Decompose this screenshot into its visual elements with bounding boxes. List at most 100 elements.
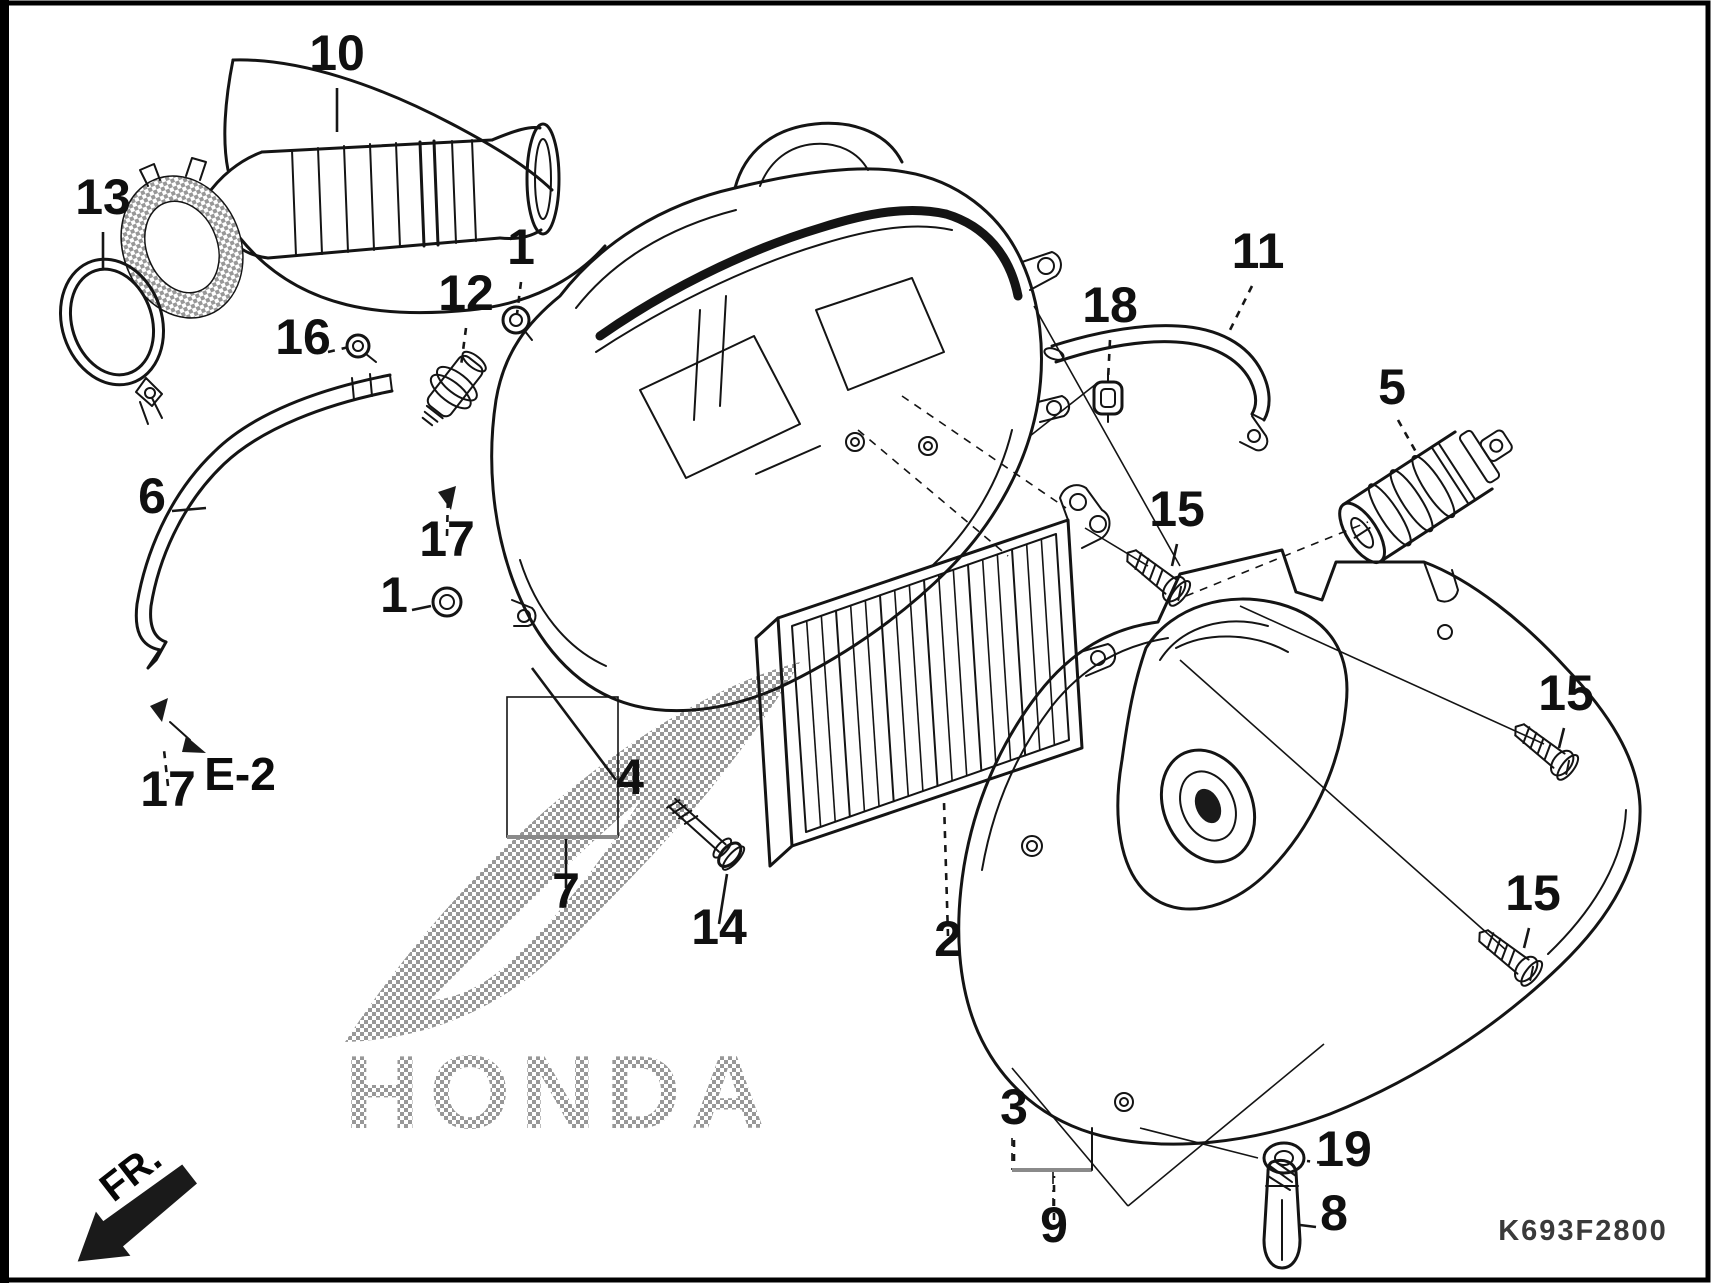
callout-label: 1 [380, 567, 408, 623]
part-17-tube-clip-lower [150, 698, 168, 722]
callout-label: 11 [1232, 223, 1285, 279]
callout-label: 8 [1320, 1185, 1348, 1241]
callout-leader [1299, 1223, 1317, 1229]
callout-3: 3 [1000, 1079, 1028, 1168]
pleat-line [1040, 539, 1056, 746]
callout-label: 7 [552, 863, 580, 919]
diagram-code: K693F2800 [1498, 1215, 1668, 1247]
callout-leader [162, 749, 170, 787]
callout-label: 13 [75, 169, 131, 225]
page-border-left-bar [0, 0, 9, 1283]
callout-leader [717, 873, 729, 925]
pleat-line [937, 574, 953, 781]
callout-16: 16 [275, 309, 350, 365]
callout-label: 17 [419, 511, 475, 567]
callout-leader [171, 506, 207, 513]
callout-leader [327, 345, 350, 354]
callout-13: 13 [75, 169, 131, 270]
callout-label: 4 [616, 749, 644, 805]
e2-reference-label: E-2 [204, 748, 276, 800]
part-2-air-filter-element [754, 484, 1116, 868]
pleat-line [981, 559, 997, 766]
callout-14: 14 [691, 873, 747, 955]
part-15-screw-c [1469, 919, 1547, 990]
fr-direction-indicator: FR. [77, 1136, 197, 1262]
pleat-line [805, 620, 822, 827]
callout-8: 8 [1299, 1185, 1348, 1241]
callout-7: 7 [552, 839, 580, 919]
part-10-air-intake-duct [120, 58, 607, 319]
callout-leader [1306, 1159, 1325, 1165]
callout-label: 6 [138, 468, 166, 524]
part-8-drain-tube [1262, 1158, 1302, 1270]
part-12-tube-joint [421, 350, 487, 427]
callout-9: 9 [1040, 1176, 1068, 1253]
honda-watermark-text: HONDA [344, 1035, 775, 1151]
pleat-line [864, 600, 880, 807]
part-11-breather-hose [1043, 324, 1271, 452]
callout-label: 15 [1149, 481, 1205, 537]
pleat-line [893, 590, 910, 797]
callout-leader [1396, 419, 1418, 453]
part-case-housing [490, 121, 1070, 713]
callout-label: 14 [691, 899, 747, 955]
callout-leader [1170, 543, 1179, 567]
callout-10: 10 [309, 25, 365, 132]
part-3-air-cleaner-cover [957, 548, 1642, 1146]
callout-label: 2 [934, 911, 962, 967]
honda-watermark: HONDA [344, 662, 800, 1151]
callout-12: 12 [438, 265, 494, 367]
part-16-nut [345, 333, 377, 363]
callout-15: 15 [1149, 481, 1205, 567]
callout-2: 2 [934, 801, 962, 967]
callout-leader [515, 281, 523, 315]
pleat-line [908, 585, 924, 792]
callout-leader [1106, 339, 1112, 381]
part-13-duct-clamp [58, 257, 166, 425]
callout-label: 10 [309, 25, 365, 81]
callout-label: 16 [275, 309, 331, 365]
callout-4: 4 [530, 667, 644, 805]
callout-leader [530, 667, 618, 781]
honda-wing-logo-icon [345, 662, 800, 1042]
callout-11: 11 [1228, 223, 1285, 331]
part-7-seal-bracket [506, 696, 619, 839]
callout-label: 9 [1040, 1197, 1068, 1253]
pleat-line [1011, 548, 1027, 757]
callout-leader [1557, 727, 1566, 749]
callout-leader [1522, 927, 1531, 949]
part-18-hose-clamp [1092, 373, 1124, 423]
callout-label: 5 [1378, 359, 1406, 415]
element-pleats [805, 539, 1056, 827]
callout-18: 18 [1082, 277, 1138, 381]
callout-6: 6 [138, 468, 207, 524]
callout-17: 17 [419, 493, 475, 567]
pleat-line [1025, 544, 1041, 751]
e2-reference: E-2 [169, 721, 276, 800]
callout-label: 3 [1000, 1079, 1028, 1135]
callout-label: 1 [507, 219, 535, 275]
callout-label: 18 [1082, 277, 1138, 333]
callout-15: 15 [1505, 865, 1561, 949]
fr-arrow-icon [77, 1164, 197, 1262]
part-14-bolt [666, 797, 746, 871]
part-1-grommet-mid [431, 586, 463, 618]
callout-1: 1 [380, 567, 432, 623]
callout-leader [411, 604, 432, 612]
callout-17: 17 [140, 749, 196, 817]
pleat-line [849, 605, 866, 812]
part-5-air-inlet-duct [1338, 429, 1513, 565]
pleat-line [996, 554, 1012, 761]
pleat-line [820, 615, 837, 822]
pleat-line [967, 563, 983, 772]
callout-leader [459, 327, 468, 367]
part-17-tube-clip-upper [438, 486, 456, 510]
group-bracket-3-9 [1011, 1127, 1093, 1206]
callout-19: 19 [1306, 1121, 1372, 1177]
callout-label: 15 [1538, 665, 1594, 721]
part-6-breather-tube [134, 373, 394, 670]
part-19-grommet [1262, 1141, 1306, 1175]
